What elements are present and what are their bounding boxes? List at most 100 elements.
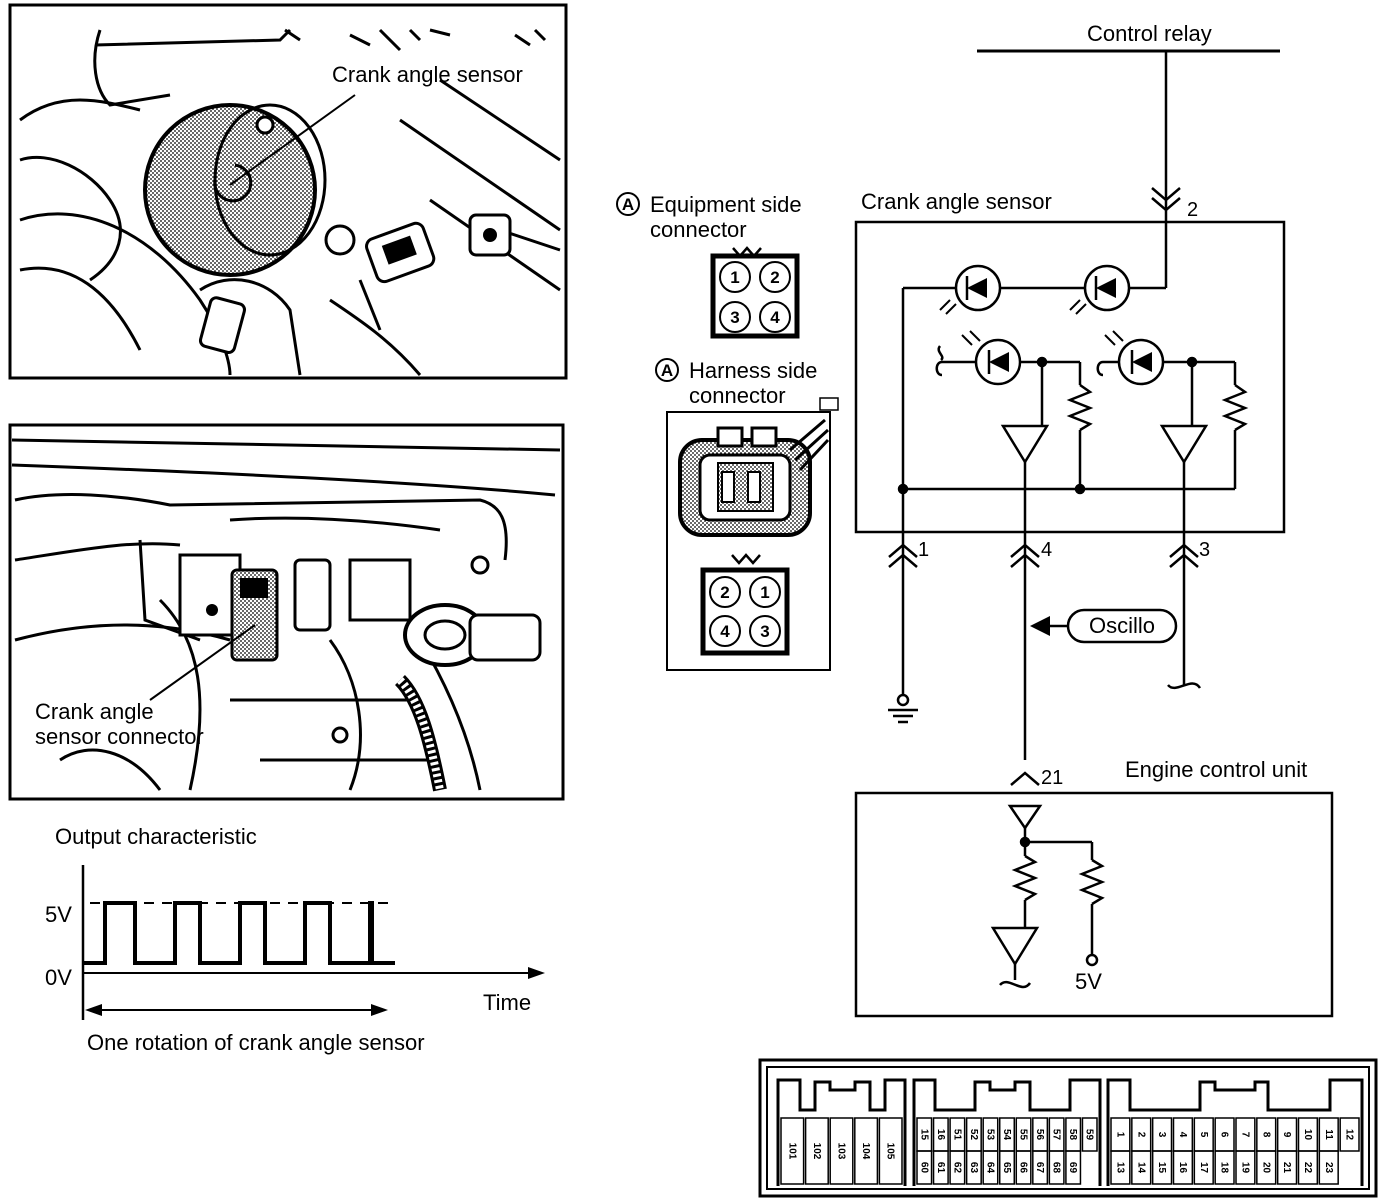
equipment-side-connector: A Equipment side connector 1 2 3 4 <box>616 192 802 339</box>
ecu-pin-cell <box>804 1117 829 1185</box>
ecu-pin-cell <box>1172 1150 1194 1185</box>
resistor-icon <box>1066 383 1094 432</box>
ecu-pin-number: 23 <box>1323 1162 1334 1174</box>
ecu-pin-cell <box>1193 1150 1214 1185</box>
terminal-2-label: 2 <box>1187 199 1198 221</box>
ecu-pin-number: 5 <box>1198 1132 1209 1138</box>
ecu-pin-number: 62 <box>951 1162 962 1174</box>
ecu-pin-number: 19 <box>1239 1162 1250 1174</box>
ecu-pin-cell <box>965 1150 982 1185</box>
ecu-pin-number: 55 <box>1018 1129 1029 1141</box>
ecu-pin-number: 56 <box>1034 1129 1045 1141</box>
ecu-pin-number: 10 <box>1302 1129 1313 1141</box>
ecu-pin-number: 22 <box>1302 1162 1313 1174</box>
harness-side-connector: A Harness side connector 2 1 4 3 <box>655 358 839 671</box>
ecu-pin-number: 13 <box>1114 1162 1125 1174</box>
ecu-pin-cell <box>1110 1150 1131 1185</box>
connector-label-line2: sensor connector <box>35 724 204 749</box>
ecu-pin-number: 16 <box>935 1129 946 1141</box>
ecu-pin-number: 68 <box>1051 1162 1062 1174</box>
ecu-pin-number: 15 <box>918 1129 929 1141</box>
ecu-pin-cell <box>854 1117 879 1185</box>
terminal-1-label: 1 <box>918 539 929 561</box>
connector-marker-a: A <box>622 195 634 214</box>
ecu-pin-cell <box>1065 1150 1082 1185</box>
ecu-pin-cell <box>829 1117 854 1185</box>
ecu-pin-number: 64 <box>984 1162 995 1174</box>
circuit-schematic <box>854 49 1334 1018</box>
connector-marker-a: A <box>661 361 673 380</box>
ecu-pin-number: 69 <box>1067 1162 1078 1174</box>
ecu-pin-cell <box>949 1150 966 1185</box>
leader-line <box>149 624 256 701</box>
ecu-pin-cell <box>780 1117 805 1185</box>
ecu-pin-cell <box>1235 1150 1256 1185</box>
ecu-pin-number: 17 <box>1198 1162 1209 1174</box>
control-relay-label: Control relay <box>1087 21 1212 46</box>
ecu-pin-cell <box>1032 1150 1049 1185</box>
equipment-pin: 3 <box>730 308 739 327</box>
ecu-pin-cell <box>916 1150 933 1185</box>
ecu-pin-cell <box>1081 1117 1098 1152</box>
ecu-pin-cell <box>998 1150 1016 1185</box>
ecu-pin-number: 16 <box>1177 1162 1188 1174</box>
ecu-pin-cell <box>1214 1150 1235 1185</box>
crank-angle-sensor-label: Crank angle sensor <box>332 62 523 87</box>
ecu-pin-number: 12 <box>1344 1129 1355 1141</box>
harness-side-label-line2: connector <box>689 383 786 408</box>
ecu-pin-number: 105 <box>885 1143 896 1160</box>
ground-icon <box>896 693 910 707</box>
terminal-4-label: 4 <box>1041 539 1052 561</box>
ecu-pin-cell <box>1339 1117 1360 1152</box>
ecu-pin-number: 11 <box>1323 1129 1334 1140</box>
ecu-pin-number: 8 <box>1260 1132 1271 1138</box>
equipment-pin: 2 <box>770 268 779 287</box>
engine-control-unit-box <box>854 791 1334 1018</box>
ecu-pin-number: 103 <box>836 1143 847 1160</box>
ecu-pin-number: 52 <box>968 1129 979 1141</box>
buffer-amp-icon <box>1159 424 1209 465</box>
ecu-pin-number: 59 <box>1084 1129 1095 1141</box>
ecu-pin-number: 18 <box>1219 1162 1230 1174</box>
square-wave-signal <box>83 901 395 965</box>
ecu-pin-cell <box>1276 1150 1298 1185</box>
ecu-pullup-resistor-icon <box>1078 858 1106 906</box>
ecu-pin-number: 57 <box>1051 1129 1062 1141</box>
ecu-pin-number: 1 <box>1114 1132 1125 1138</box>
ecu-pin-number: 58 <box>1067 1129 1078 1141</box>
low-level-label: 0V <box>45 965 72 990</box>
ecu-pin-number: 54 <box>1001 1129 1012 1141</box>
ecu-pin-cell <box>1151 1150 1173 1185</box>
supply-voltage-label: 5V <box>1075 969 1102 994</box>
high-level-label: 5V <box>45 902 72 927</box>
ecu-pin-number: 60 <box>918 1162 929 1174</box>
ecu-pin-number: 9 <box>1281 1132 1292 1138</box>
photo-crank-angle-sensor-connector: Crank angle sensor connector <box>8 423 565 801</box>
ecu-pin-number: 4 <box>1177 1132 1188 1138</box>
ecu-pin-cell <box>1256 1150 1277 1185</box>
ecu-pin-number: 65 <box>1001 1162 1012 1174</box>
sensor-title: Crank angle sensor <box>861 189 1052 214</box>
ecu-pin-cell <box>1015 1150 1032 1185</box>
harness-pin: 2 <box>720 583 729 602</box>
rotation-label: One rotation of crank angle sensor <box>87 1030 425 1055</box>
ecu-pin-cell <box>982 1150 999 1185</box>
equipment-pin: 4 <box>770 308 780 327</box>
ecu-title: Engine control unit <box>1125 757 1307 782</box>
equipment-side-label-line2: connector <box>650 217 747 242</box>
ecu-pin-number: 2 <box>1135 1132 1146 1138</box>
probe-arrow-icon <box>1030 616 1050 636</box>
ecu-pin-number: 6 <box>1219 1132 1230 1138</box>
harness-pin: 4 <box>720 622 730 641</box>
oscillo-label: Oscillo <box>1089 613 1155 638</box>
ecu-pin-cell <box>1297 1150 1319 1185</box>
ecu-resistor-icon <box>1011 854 1039 902</box>
equipment-pin: 1 <box>730 268 739 287</box>
ecu-pin-cell <box>878 1117 903 1185</box>
ecu-pin-cell <box>1318 1150 1339 1185</box>
harness-pin: 3 <box>760 622 769 641</box>
